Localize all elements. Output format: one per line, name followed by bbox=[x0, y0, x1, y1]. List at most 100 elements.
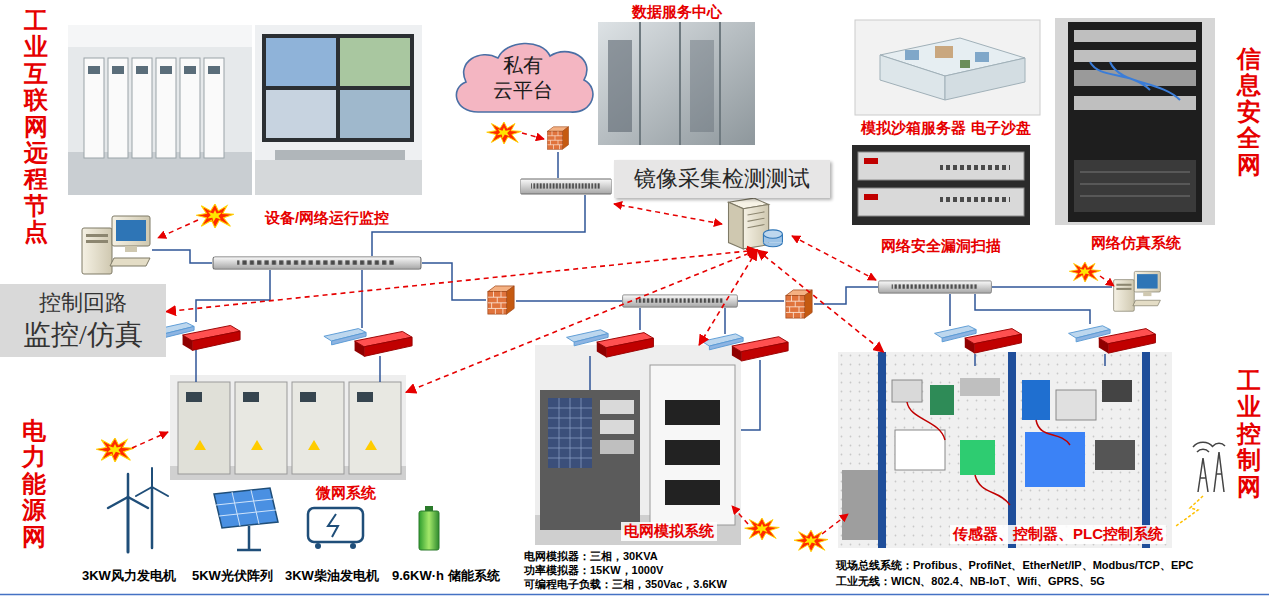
plc-panel-photo bbox=[960, 440, 995, 475]
wind-turbine-icon bbox=[151, 487, 154, 548]
rack-photo bbox=[1074, 50, 1196, 62]
plc-panel-photo bbox=[907, 402, 1070, 505]
microgrid-photo bbox=[357, 392, 373, 402]
icon-caption: 3KW柴油发电机 bbox=[285, 568, 379, 584]
network-wire bbox=[974, 354, 976, 366]
rack-photo bbox=[1074, 160, 1196, 212]
dashed-probe-arrow bbox=[1100, 276, 1114, 286]
control-room-photo bbox=[68, 25, 252, 47]
dashed-probe-arrow bbox=[732, 506, 748, 524]
sandbox-photo bbox=[975, 52, 989, 62]
battery-icon bbox=[419, 506, 439, 550]
control-room-photo bbox=[108, 58, 128, 158]
sandbox-photo bbox=[855, 20, 1040, 115]
control-room-photo bbox=[204, 58, 224, 158]
rack-photo bbox=[1074, 70, 1196, 86]
spec-note: 工业无线：WICN、802.4、NB-IoT、Wifi、GPRS、5G bbox=[836, 575, 1105, 588]
photo-panel: 电网模拟系统 bbox=[535, 345, 741, 545]
microgrid-photo bbox=[170, 375, 406, 480]
plc-panel-photo bbox=[1025, 432, 1085, 487]
network-device bbox=[548, 127, 569, 150]
network-wire bbox=[992, 286, 1112, 288]
sandbox-photo bbox=[945, 58, 1025, 100]
diesel-generator-icon bbox=[315, 543, 321, 549]
spec-note: 电网模拟器：三相，30KVA bbox=[524, 550, 658, 563]
rack-photo bbox=[1090, 62, 1180, 100]
plc-panel-photo bbox=[895, 430, 945, 470]
microgrid-photo bbox=[235, 382, 287, 474]
section-title: 电力能源网 bbox=[22, 418, 46, 550]
security-device-photo bbox=[864, 194, 878, 200]
photo-panel: 数据服务中心 bbox=[598, 2, 755, 145]
antenna-icon bbox=[1176, 496, 1203, 526]
network-device bbox=[520, 179, 611, 194]
cloud-node: 私有 云平台 bbox=[448, 36, 598, 120]
battery-icon bbox=[425, 506, 433, 511]
data-center-photo bbox=[608, 40, 632, 132]
network-wire bbox=[361, 270, 363, 328]
plc-panel-photo bbox=[1142, 352, 1150, 548]
solar-panel-icon bbox=[214, 488, 278, 550]
video-wall-photo bbox=[275, 150, 405, 160]
box-label: 镜像采集检测测试 bbox=[614, 160, 830, 198]
grid-simulator-photo bbox=[600, 400, 634, 414]
control-room-photo bbox=[88, 66, 100, 74]
section-title: 工业互联网远程节点 bbox=[24, 8, 48, 246]
plc-panel-photo bbox=[930, 385, 954, 415]
video-wall-photo bbox=[340, 38, 410, 86]
grid-simulator-photo bbox=[665, 440, 720, 465]
network-wire bbox=[557, 152, 559, 178]
control-room-photo bbox=[208, 66, 220, 74]
plc-panel-photo bbox=[1056, 390, 1096, 420]
rack-photo bbox=[1055, 18, 1215, 225]
video-wall-photo bbox=[266, 90, 336, 138]
data-center-photo bbox=[598, 22, 755, 145]
sandbox-photo bbox=[855, 20, 1040, 115]
connector-arrow bbox=[757, 250, 883, 352]
video-wall-photo bbox=[255, 160, 422, 195]
network-device bbox=[786, 290, 812, 318]
control-room-photo bbox=[132, 58, 152, 158]
plc-panel-photo bbox=[838, 352, 1172, 548]
sandbox-photo bbox=[880, 55, 945, 100]
video-wall-photo bbox=[262, 34, 414, 142]
grid-simulator-photo bbox=[535, 345, 741, 545]
plc-panel-photo bbox=[838, 352, 1172, 548]
data-center-photo bbox=[690, 40, 714, 132]
wind-turbine-icon bbox=[127, 497, 130, 552]
plc-panel-photo bbox=[1008, 352, 1016, 548]
network-wire bbox=[738, 300, 784, 302]
cloud-outline bbox=[456, 43, 593, 112]
connector-arrow bbox=[699, 250, 757, 345]
network-device bbox=[1069, 326, 1156, 353]
antenna-icon bbox=[1198, 452, 1224, 492]
network-device bbox=[567, 330, 654, 357]
photo-panel: 网络仿真系统 bbox=[1052, 15, 1220, 255]
security-device-photo bbox=[852, 145, 1030, 225]
area-label: 设备/网络运行监控 bbox=[265, 209, 389, 227]
wind-turbine-icon bbox=[108, 468, 168, 552]
attack-burst bbox=[1069, 262, 1100, 282]
box-label: 监控/仿真 bbox=[23, 317, 143, 352]
attack-burst bbox=[487, 122, 522, 144]
control-room-photo bbox=[180, 58, 200, 158]
attack-burst bbox=[745, 518, 780, 540]
network-wire bbox=[741, 360, 760, 430]
security-device-photo bbox=[940, 160, 1010, 170]
microgrid-photo bbox=[170, 375, 406, 480]
video-wall-photo bbox=[255, 25, 422, 195]
plc-panel-photo bbox=[878, 352, 886, 548]
dashed-probe-arrow bbox=[792, 236, 876, 280]
security-device-photo bbox=[858, 188, 1024, 216]
plc-panel-photo bbox=[960, 378, 1000, 396]
microgrid-photo bbox=[186, 392, 202, 402]
plc-panel-photo bbox=[1022, 380, 1050, 420]
photo-caption: 微网系统 bbox=[316, 484, 376, 503]
network-wire bbox=[975, 294, 1090, 324]
box-label: 控制回路 bbox=[39, 289, 127, 317]
dashed-probe-arrow bbox=[158, 220, 198, 238]
solar-panel-icon bbox=[214, 488, 278, 528]
network-wire bbox=[379, 356, 381, 382]
spec-note: 现场总线系统：Profibus、ProfiNet、EtherNet/IP、Mod… bbox=[836, 559, 1194, 572]
